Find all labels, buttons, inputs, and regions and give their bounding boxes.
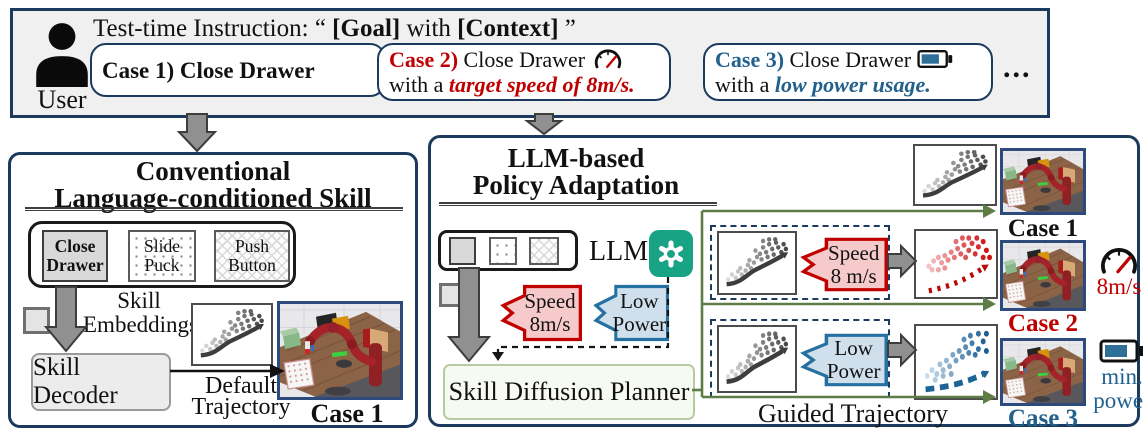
- skill-diffusion-planner-box: Skill Diffusion Planner: [443, 364, 695, 420]
- instruction-title: Test-time Instruction: “ [Goal] with [Co…: [93, 15, 576, 42]
- robot-sim-case1: [1000, 148, 1086, 215]
- case-2-box: Case 2) Close Drawer with a target speed…: [377, 43, 671, 101]
- case-3-line1: Case 3) Close Drawer: [715, 47, 981, 72]
- skill-token-solid: [449, 237, 476, 265]
- trajectory-plot-power-output: [914, 324, 998, 400]
- skill-decoder-box: Skill Decoder: [31, 353, 171, 411]
- trajectory-plot-power-input: [717, 325, 797, 393]
- skill-token-hatch: [529, 237, 559, 265]
- left-title-rule: [25, 207, 403, 211]
- power-annotation: min.power: [1093, 364, 1143, 413]
- more-cases-ellipsis: ...: [1003, 51, 1032, 84]
- trajectory-plot-speed-output: [914, 229, 998, 299]
- speedometer-icon: [594, 49, 621, 69]
- speedometer-annotation-icon: [1101, 248, 1137, 274]
- trajectory-plot-case1: [913, 144, 997, 206]
- robot-sim-case2: [1000, 240, 1086, 311]
- user-label: User: [37, 85, 87, 114]
- speed-annotation: 8m/s: [1096, 274, 1142, 299]
- robot-sim-case1-left: [277, 301, 403, 400]
- case1-label: Case 1: [1007, 215, 1079, 242]
- llm-label: LLM: [589, 236, 649, 267]
- right-title-rule: [439, 202, 717, 206]
- case3-label: Case 3: [1007, 405, 1079, 432]
- right-panel-title: LLM-based Policy Adaptation: [472, 143, 680, 200]
- skill-embedding-token-right: [439, 283, 463, 307]
- case-2-line2: with a target speed of 8m/s.: [389, 72, 635, 97]
- case-2-line1: Case 2) Close Drawer: [389, 47, 659, 72]
- skill-token-dotted: [489, 237, 517, 265]
- skill-embedding-token: [23, 307, 50, 334]
- case2-label: Case 2: [1007, 310, 1079, 337]
- battery-annotation-icon: [1099, 339, 1143, 363]
- case-3-box: Case 3) Close Drawer with a low power us…: [703, 43, 993, 101]
- guided-trajectory-caption: Guided Trajectory Generation: [758, 399, 948, 432]
- robot-sim-case3: [1000, 338, 1086, 406]
- conventional-skill-panel: Conventional Language-conditioned Skill …: [8, 152, 418, 428]
- test-time-instruction-bar: User Test-time Instruction: “ [Goal] wit…: [10, 8, 1050, 118]
- user-icon: [36, 23, 88, 87]
- trajectory-plot-default: [191, 303, 273, 366]
- openai-logo-icon: [649, 230, 693, 277]
- flow-arrow-to-left-panel: [176, 113, 218, 153]
- left-panel-title: Conventional Language-conditioned Skill: [54, 156, 372, 213]
- battery-icon: [917, 50, 952, 68]
- case-3-line2: with a low power usage.: [715, 72, 931, 97]
- case-1-box: Case 1) Close Drawer: [90, 43, 386, 97]
- right-skill-bar: [438, 230, 578, 271]
- case-1-text: Case 1) Close Drawer: [102, 57, 315, 83]
- left-case1-label: Case 1: [310, 399, 384, 428]
- trajectory-plot-speed-input: [717, 231, 797, 295]
